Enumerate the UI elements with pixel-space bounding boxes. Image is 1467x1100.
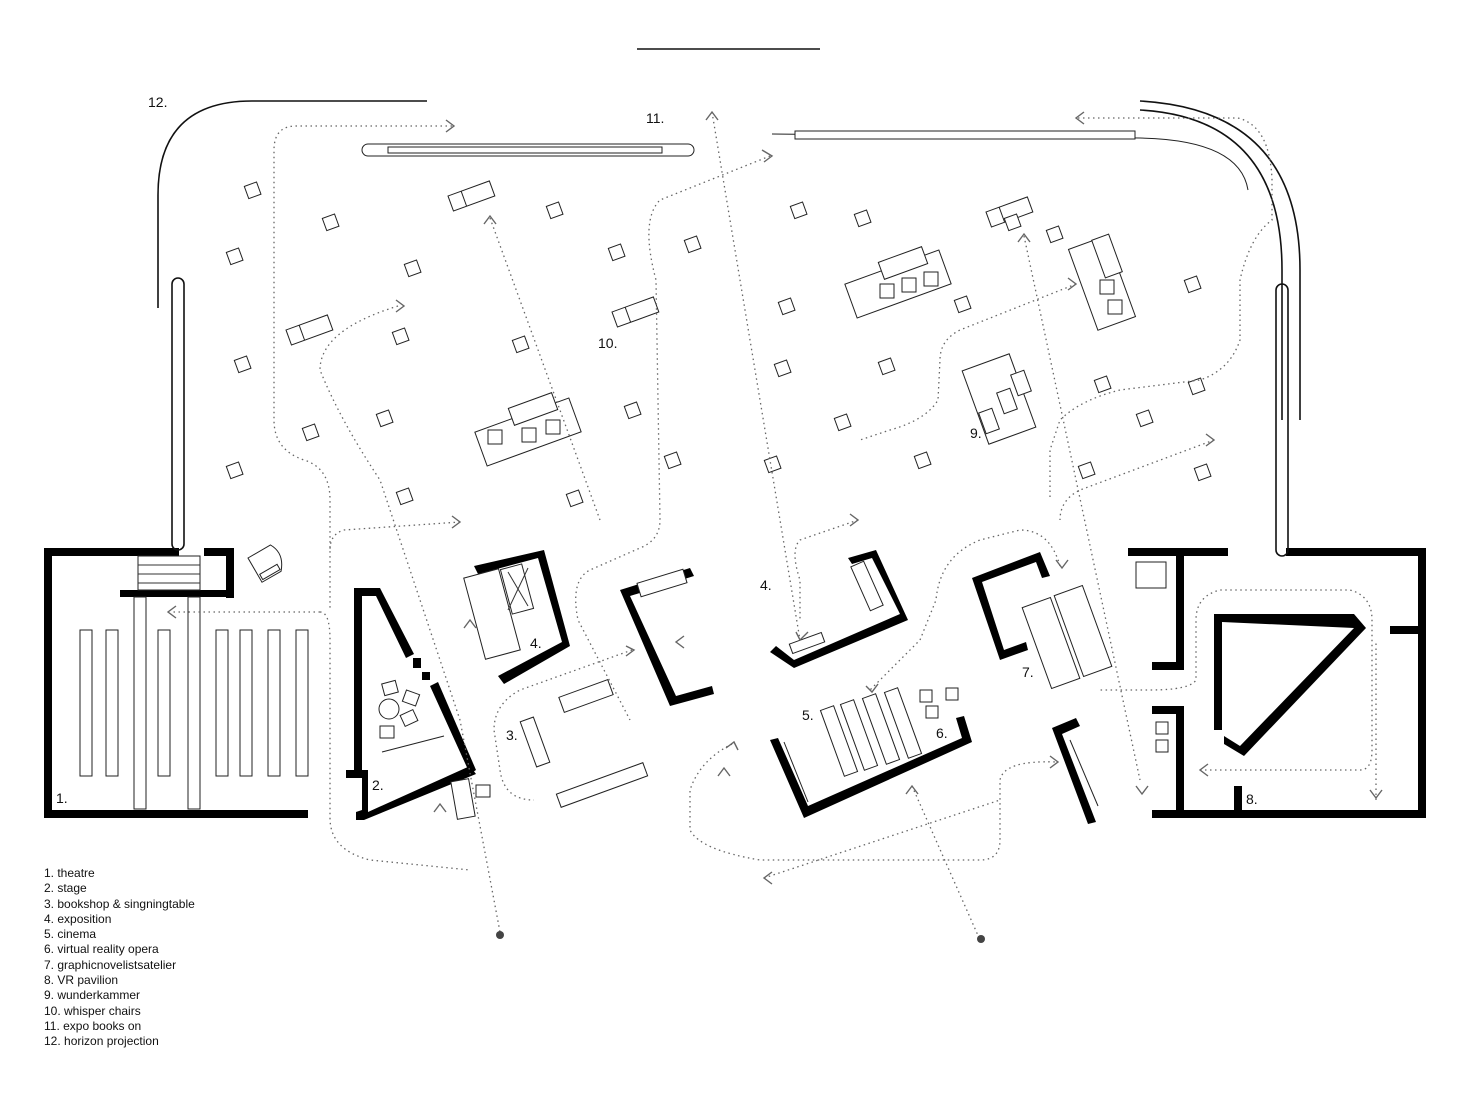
book-cube — [511, 335, 530, 354]
legend-item-vr-opera: 6. virtual reality opera — [44, 942, 159, 957]
entrance-dot-left — [496, 931, 504, 939]
seat-row — [295, 629, 309, 777]
seat-row — [157, 629, 171, 777]
book-cube — [391, 327, 410, 346]
legend-item-wunderkammer: 9. wunderkammer — [44, 988, 141, 1003]
seat-row — [215, 629, 229, 777]
bookshop — [519, 678, 649, 808]
whisper-chairs — [285, 180, 1034, 346]
book-cube — [1183, 275, 1202, 294]
book-cube — [1077, 461, 1096, 480]
entrance-dot-right — [977, 935, 985, 943]
piano-icon — [247, 544, 283, 583]
legend-item-vr-pavilion: 8. VR pavilion — [44, 973, 119, 988]
seating-cluster-far-right — [1067, 233, 1137, 331]
cinema — [770, 687, 972, 818]
route-arrows — [166, 110, 1383, 885]
exposition-box-left — [463, 550, 570, 684]
exposition-box-right — [770, 550, 908, 668]
label-4-left: 4. — [530, 635, 542, 651]
book-cube — [1193, 463, 1212, 482]
seat-row — [267, 629, 281, 777]
book-cube — [853, 209, 872, 228]
book-cube — [683, 235, 702, 254]
label-10: 10. — [598, 335, 617, 351]
horizon-screen-left — [157, 100, 427, 308]
theatre-stairs — [137, 555, 201, 591]
theatre — [44, 277, 309, 818]
legend-item-theatre: 1. theatre — [44, 866, 95, 880]
label-4-right: 4. — [760, 577, 772, 593]
book-cube — [395, 487, 414, 506]
vr-pavilion — [1128, 283, 1426, 818]
label-11: 11. — [646, 110, 664, 126]
book-cube — [1045, 225, 1064, 244]
visitor-routes — [170, 111, 1377, 941]
stage — [346, 588, 491, 820]
book-cube — [623, 401, 642, 420]
expo-shelf-right — [771, 130, 1249, 191]
seating-cluster-center — [474, 392, 582, 467]
legend-item-atelier: 7. graphicnovelistsatelier — [44, 957, 177, 972]
book-cube — [233, 355, 252, 374]
book-cube — [1187, 377, 1206, 396]
book-cube — [243, 181, 262, 200]
expo-shelf-left — [361, 143, 695, 157]
label-9: 9. — [970, 425, 982, 441]
book-cube — [321, 213, 340, 232]
legend-item-expo-books: 11. expo books on — [44, 1018, 142, 1033]
legend: 1. theatre 2. stage 3. bookshop & singni… — [44, 866, 195, 1050]
book-cube — [663, 451, 682, 470]
seat-row — [79, 629, 93, 777]
label-3: 3. — [506, 727, 518, 743]
atelier-angled-wall — [1052, 718, 1099, 824]
legend-item-horizon-projection: 12. horizon projection — [44, 1034, 159, 1049]
label-6: 6. — [936, 725, 948, 741]
book-cube — [301, 423, 320, 442]
label-7: 7. — [1022, 664, 1034, 680]
label-2: 2. — [372, 777, 384, 793]
legend-item-whisper-chairs: 10. whisper chairs — [44, 1003, 141, 1018]
legend-item-bookshop: 3. bookshop & singningtable — [44, 896, 195, 911]
book-cube — [1003, 213, 1022, 232]
book-cube — [877, 357, 896, 376]
label-8: 8. — [1246, 791, 1258, 807]
book-cube — [789, 201, 808, 220]
book-cubes — [225, 181, 1212, 508]
book-cube — [607, 243, 626, 262]
horizon-screen-right-inner — [1139, 109, 1283, 420]
book-cube — [565, 489, 584, 508]
book-cube — [225, 461, 244, 480]
seat-row — [239, 629, 253, 777]
book-cube — [1135, 409, 1154, 428]
book-cube — [763, 455, 782, 474]
label-5: 5. — [802, 707, 814, 723]
book-cube — [833, 413, 852, 432]
book-cube — [375, 409, 394, 428]
legend-item-cinema: 5. cinema — [44, 927, 97, 942]
seat-row — [105, 629, 119, 777]
book-cube — [403, 259, 422, 278]
label-1: 1. — [56, 790, 68, 806]
graphic-novelists-atelier — [972, 552, 1113, 690]
legend-item-exposition: 4. exposition — [44, 911, 112, 926]
book-cube — [777, 297, 796, 316]
book-cube — [225, 247, 244, 266]
theatre-seating — [79, 629, 309, 777]
label-12: 12. — [148, 94, 167, 110]
book-cube — [1093, 375, 1112, 394]
book-cube — [953, 295, 972, 314]
wunderkammer — [961, 353, 1037, 445]
horizon-screen-right — [1139, 100, 1301, 420]
book-cube — [913, 451, 932, 470]
legend-item-stage: 2. stage — [44, 881, 87, 896]
seating-cluster-top-right — [844, 246, 952, 319]
book-cube — [773, 359, 792, 378]
book-cube — [545, 201, 564, 220]
exposition-c-left — [620, 568, 714, 706]
